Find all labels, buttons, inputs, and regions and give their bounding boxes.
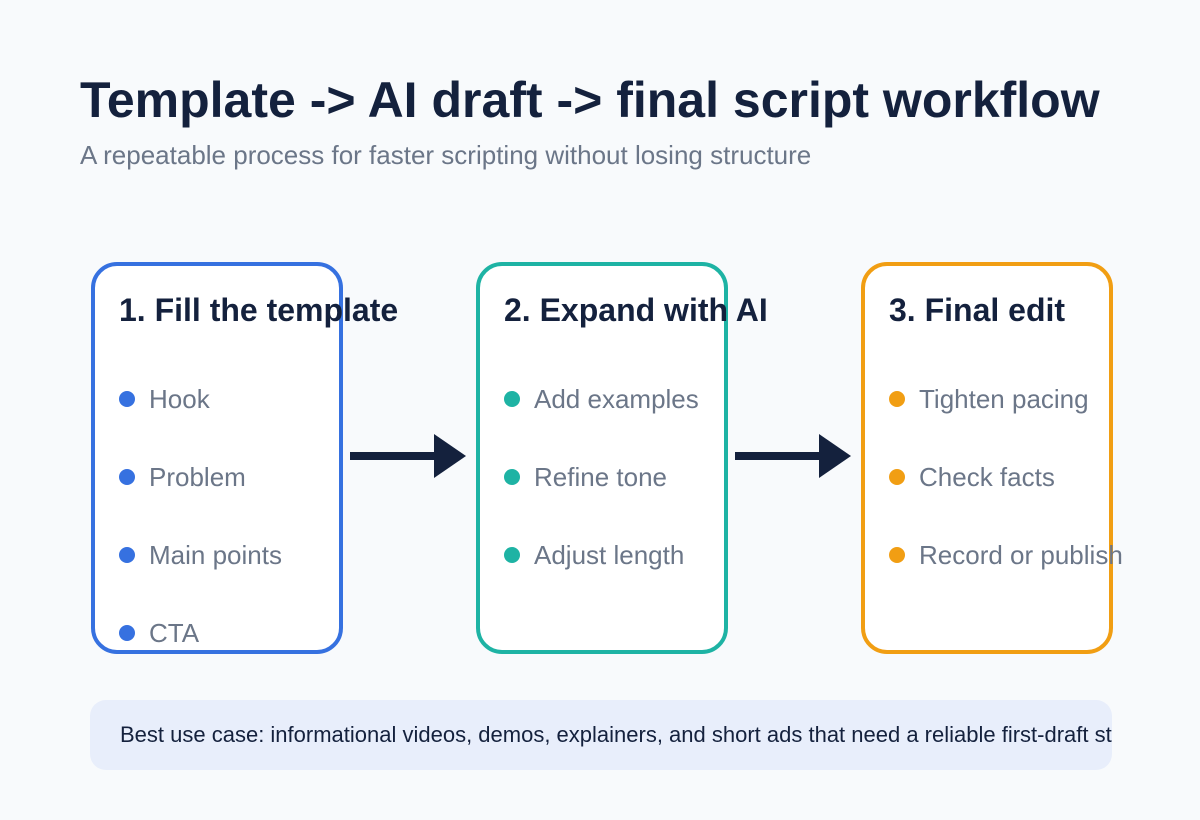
list-item: Problem: [119, 457, 246, 497]
step-title: 2. Expand with AI: [504, 292, 768, 328]
bullet-dot-icon: [119, 625, 135, 641]
list-item: Check facts: [889, 457, 1055, 497]
list-item: Add examples: [504, 379, 699, 419]
bullet-dot-icon: [119, 391, 135, 407]
bullet-dot-icon: [504, 391, 520, 407]
bullet-dot-icon: [889, 547, 905, 563]
list-item: Refine tone: [504, 457, 667, 497]
list-item-label: Refine tone: [534, 462, 667, 492]
list-item: Record or publish: [889, 535, 1123, 575]
list-item: Main points: [119, 535, 282, 575]
list-item: Tighten pacing: [889, 379, 1089, 419]
use-case-note-text: Best use case: informational videos, dem…: [120, 722, 1112, 747]
bullet-dot-icon: [504, 469, 520, 485]
list-item-label: Tighten pacing: [919, 384, 1089, 414]
list-item: CTA: [119, 613, 199, 653]
list-item-label: Check facts: [919, 462, 1055, 492]
page-subtitle: A repeatable process for faster scriptin…: [80, 140, 812, 170]
list-item-label: Hook: [149, 384, 210, 414]
bullet-dot-icon: [889, 391, 905, 407]
list-item-label: Main points: [149, 540, 282, 570]
list-item-label: Record or publish: [919, 540, 1123, 570]
use-case-note: Best use case: informational videos, dem…: [90, 700, 1112, 770]
bullet-dot-icon: [119, 469, 135, 485]
list-item-label: Adjust length: [534, 540, 685, 570]
bullet-dot-icon: [889, 469, 905, 485]
step-card-expand-ai: 2. Expand with AI Add examples Refine to…: [476, 262, 768, 654]
step-title: 1. Fill the template: [119, 292, 399, 328]
arrow-right-icon: [735, 434, 851, 478]
step-title: 3. Final edit: [889, 292, 1066, 328]
step-card-fill-template: 1. Fill the template Hook Problem Main p…: [91, 262, 398, 654]
bullet-dot-icon: [504, 547, 520, 563]
list-item: Hook: [119, 379, 210, 419]
step-card-final-edit: 3. Final edit Tighten pacing Check facts…: [861, 262, 1123, 654]
arrow-right-icon: [350, 434, 466, 478]
list-item: Adjust length: [504, 535, 684, 575]
bullet-dot-icon: [119, 547, 135, 563]
list-item-label: CTA: [149, 618, 200, 648]
list-item-label: Add examples: [534, 384, 699, 414]
page-title: Template -> AI draft -> final script wor…: [80, 72, 1100, 128]
list-item-label: Problem: [149, 462, 246, 492]
